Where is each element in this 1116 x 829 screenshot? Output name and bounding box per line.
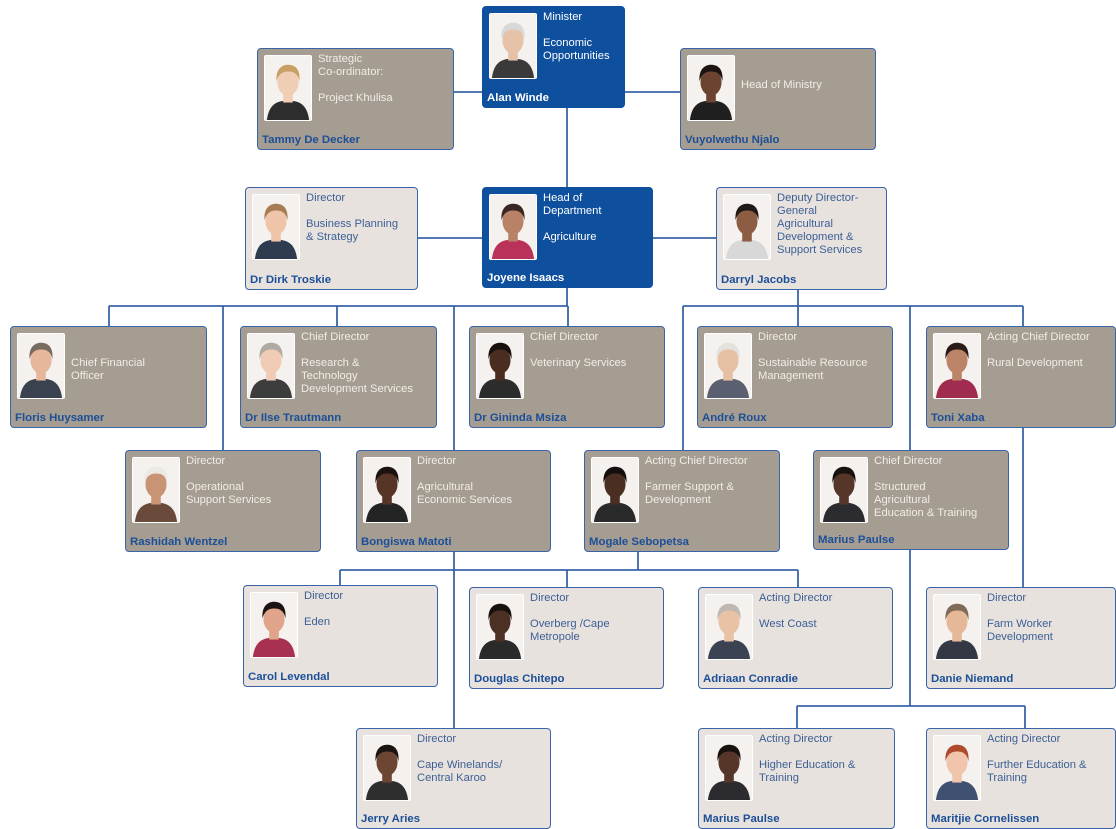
person-name: Joyene Isaacs: [487, 272, 565, 284]
person-name: Alan Winde: [487, 92, 549, 104]
portrait-photo: [17, 333, 65, 399]
person-name: Marius Paulse: [818, 534, 895, 546]
person-name: Jerry Aries: [361, 813, 421, 825]
person-name: Toni Xaba: [931, 412, 985, 424]
portrait-photo: [363, 457, 411, 523]
org-card-paulse2: Acting Director Higher Education & Train…: [698, 728, 895, 829]
person-name: Rashidah Wentzel: [130, 536, 228, 548]
role-title: Acting Director Further Education & Trai…: [987, 733, 1087, 784]
role-title: Director Cape Winelands/ Central Karoo: [417, 733, 503, 784]
portrait-photo: [933, 735, 981, 801]
org-card-cornelissen: Acting Director Further Education & Trai…: [926, 728, 1116, 829]
role-title: Acting Chief Director Rural Development: [987, 331, 1090, 369]
role-title: Director Overberg /Cape Metropole: [530, 592, 610, 643]
role-title: Chief Director Veterinary Services: [530, 331, 627, 369]
person-name: Douglas Chitepo: [474, 673, 565, 685]
person-name: Marius Paulse: [703, 813, 780, 825]
person-name: Tammy De Decker: [262, 134, 360, 146]
portrait-photo: [723, 194, 771, 260]
role-title: Deputy Director- General Agricultural De…: [777, 192, 863, 256]
role-title: Head of Ministry: [741, 79, 822, 91]
portrait-photo: [687, 55, 735, 121]
person-name: Bongiswa Matoti: [361, 536, 452, 548]
person-name: Vuyolwethu Njalo: [685, 134, 780, 146]
role-title: Director Agricultural Economic Services: [417, 455, 513, 506]
portrait-photo: [247, 333, 295, 399]
role-title: Head of Department Agriculture: [543, 192, 602, 243]
role-title: Director Eden: [304, 590, 344, 628]
person-name: Carol Levendal: [248, 671, 330, 683]
org-card-msiza: Chief Director Veterinary Services Dr Gin…: [469, 326, 665, 428]
person-name: André Roux: [702, 412, 767, 424]
role-title: Director Farm Worker Development: [987, 592, 1053, 643]
portrait-photo: [250, 592, 298, 658]
role-title: Acting Director West Coast: [759, 592, 833, 630]
person-name: Dr Dirk Troskie: [250, 274, 332, 286]
role-title: Acting Chief Director Farmer Support & D…: [645, 455, 748, 506]
person-name: Darryl Jacobs: [721, 274, 797, 286]
role-title: Chief Director Research & Technology Dev…: [301, 331, 413, 395]
org-card-troskie: Director Business Planning & Strategy Dr …: [245, 187, 418, 290]
org-card-jacobs: Deputy Director- General Agricultural De…: [716, 187, 887, 290]
portrait-photo: [933, 333, 981, 399]
person-name: Mogale Sebopetsa: [589, 536, 690, 548]
role-title: Director Business Planning & Strategy: [306, 192, 399, 243]
person-name: Dr Gininda Msiza: [474, 412, 567, 424]
role-title: Minister Economic Opportunities: [543, 11, 610, 62]
portrait-photo: [705, 735, 753, 801]
person-name: Adriaan Conradie: [703, 673, 798, 685]
role-title: Director Operational Support Services: [186, 455, 272, 506]
role-title: Director Sustainable Resource Management: [758, 331, 868, 382]
org-card-roux: Director Sustainable Resource Management…: [697, 326, 893, 428]
role-title: Chief Financial Officer: [71, 357, 145, 382]
portrait-photo: [489, 194, 537, 260]
portrait-photo: [704, 333, 752, 399]
portrait-photo: [820, 457, 868, 523]
person-name: Floris Huysamer: [15, 412, 105, 424]
portrait-photo: [476, 333, 524, 399]
portrait-photo: [132, 457, 180, 523]
role-title: Chief Director Structured Agricultural E…: [874, 455, 978, 519]
portrait-photo: [489, 13, 537, 79]
portrait-photo: [476, 594, 524, 660]
portrait-photo: [363, 735, 411, 801]
org-card-paulse1: Chief Director Structured Agricultural E…: [813, 450, 1009, 550]
org-card-sebopetsa: Acting Chief Director Farmer Support & D…: [584, 450, 780, 552]
role-title: Acting Director Higher Education & Train…: [759, 733, 856, 784]
org-card-trautmann: Chief Director Research & Technology Dev…: [240, 326, 437, 428]
person-name: Maritjie Cornelissen: [931, 813, 1040, 825]
person-name: Danie Niemand: [931, 673, 1014, 685]
portrait-photo: [933, 594, 981, 660]
portrait-photo: [705, 594, 753, 660]
person-name: Dr Ilse Trautmann: [245, 412, 342, 424]
portrait-photo: [264, 55, 312, 121]
portrait-photo: [252, 194, 300, 260]
portrait-photo: [591, 457, 639, 523]
role-title: Strategic Co-ordinator: Project Khulisa: [318, 53, 393, 104]
